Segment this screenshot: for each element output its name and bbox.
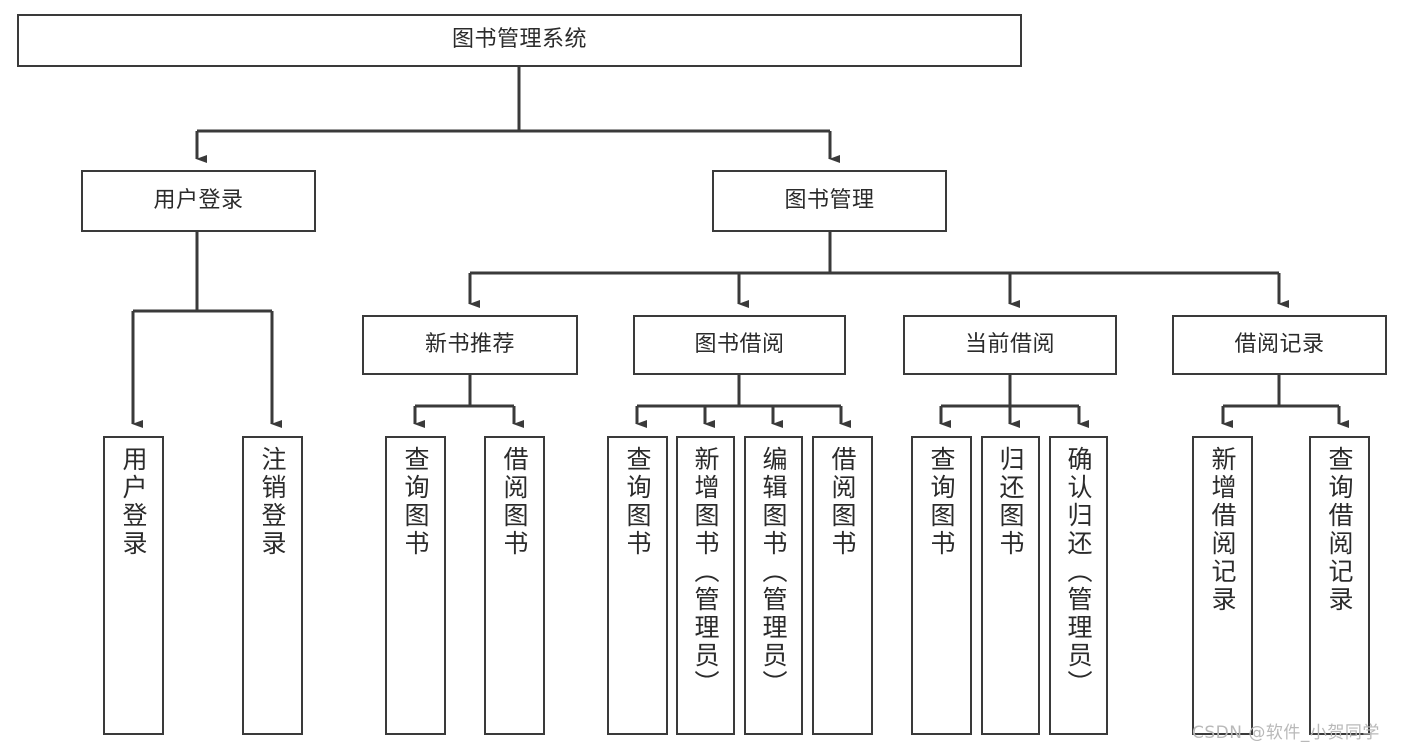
csdn-watermark: CSDN @软件_小贺同学	[1192, 723, 1380, 743]
leaf-borrow-book[interactable]: 借阅图书	[812, 436, 873, 735]
node-label: 借阅记录	[1234, 331, 1325, 357]
node-book-borrow[interactable]: 图书借阅	[633, 315, 846, 375]
node-borrow-record[interactable]: 借阅记录	[1172, 315, 1387, 375]
node-book-management[interactable]: 图书管理	[712, 170, 947, 232]
node-user-login[interactable]: 用户登录	[81, 170, 316, 232]
node-label: 图书管理系统	[451, 27, 587, 53]
node-label: 确认归还（管理员）	[1064, 446, 1093, 698]
node-label: 借阅图书	[828, 446, 857, 558]
leaf-query-borrow-record[interactable]: 查询借阅记录	[1309, 436, 1370, 735]
node-label: 新书推荐	[424, 331, 515, 357]
leaf-logout[interactable]: 注销登录	[242, 436, 303, 735]
leaf-return-book[interactable]: 归还图书	[981, 436, 1040, 735]
leaf-confirm-return-admin[interactable]: 确认归还（管理员）	[1049, 436, 1108, 735]
node-new-book-recommend[interactable]: 新书推荐	[362, 315, 578, 375]
node-label: 用户登录	[153, 187, 244, 213]
node-label: 注销登录	[258, 446, 287, 558]
node-label: 查询图书	[927, 446, 956, 558]
node-label: 当前借阅	[964, 331, 1055, 357]
node-label: 查询借阅记录	[1325, 446, 1354, 614]
leaf-add-borrow-record[interactable]: 新增借阅记录	[1192, 436, 1253, 735]
leaf-query-book-current[interactable]: 查询图书	[911, 436, 972, 735]
node-label: 图书管理	[784, 187, 875, 213]
leaf-user-login[interactable]: 用户登录	[103, 436, 164, 735]
leaf-edit-book-admin[interactable]: 编辑图书（管理员）	[744, 436, 803, 735]
node-label: 归还图书	[996, 446, 1025, 558]
node-root-book-management-system[interactable]: 图书管理系统	[17, 14, 1022, 67]
leaf-query-book-borrow[interactable]: 查询图书	[607, 436, 668, 735]
node-label: 借阅图书	[500, 446, 529, 558]
node-label: 编辑图书（管理员）	[759, 446, 788, 698]
node-label: 用户登录	[119, 446, 148, 558]
node-label: 新增图书（管理员）	[691, 446, 720, 698]
leaf-borrow-book-recommend[interactable]: 借阅图书	[484, 436, 545, 735]
node-label: 查询图书	[623, 446, 652, 558]
node-label: 查询图书	[401, 446, 430, 558]
leaf-query-book-recommend[interactable]: 查询图书	[385, 436, 446, 735]
node-label: 图书借阅	[694, 331, 785, 357]
node-current-borrow[interactable]: 当前借阅	[903, 315, 1117, 375]
node-label: 新增借阅记录	[1208, 446, 1237, 614]
leaf-add-book-admin[interactable]: 新增图书（管理员）	[676, 436, 735, 735]
